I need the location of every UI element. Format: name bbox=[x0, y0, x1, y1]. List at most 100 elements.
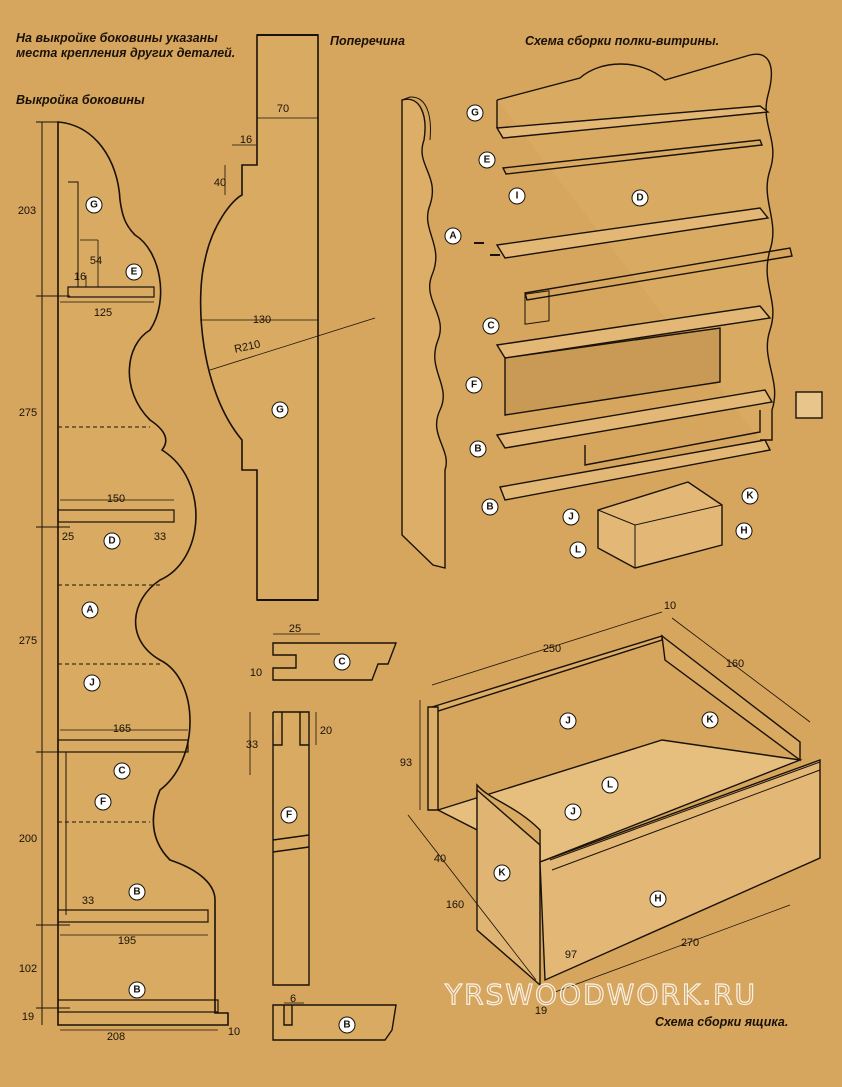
dim-16: 16 bbox=[74, 271, 86, 283]
svg-text:J: J bbox=[570, 807, 576, 818]
svg-text:E: E bbox=[484, 155, 491, 166]
part-b-outline bbox=[272, 1004, 397, 1041]
dim-165: 165 bbox=[113, 723, 131, 735]
side-pattern-labels: G E D A J C F B B bbox=[81, 196, 146, 999]
shelf-label-h: H bbox=[735, 522, 753, 540]
shelf-label-b-upper: B bbox=[469, 440, 487, 458]
spacer-block bbox=[795, 391, 823, 419]
dim-275-top: 275 bbox=[19, 407, 37, 419]
rod-lower bbox=[524, 247, 793, 301]
svg-text:K: K bbox=[498, 868, 506, 879]
side-panel-a bbox=[401, 98, 447, 569]
svg-text:L: L bbox=[575, 545, 581, 556]
dim-40: 40 bbox=[214, 177, 226, 189]
small-parts bbox=[249, 633, 398, 1041]
dim-70: 70 bbox=[277, 103, 289, 115]
part-label-c-small: C bbox=[333, 653, 351, 671]
part-f-outline bbox=[272, 711, 310, 986]
shelf-label-i: I bbox=[508, 187, 526, 205]
part-label-b-lower: B bbox=[128, 981, 146, 999]
dim-33-top: 33 bbox=[154, 531, 166, 543]
dim-93: 93 bbox=[400, 757, 412, 769]
part-label-f-small: F bbox=[280, 806, 298, 824]
dim-r210: R210 bbox=[233, 338, 261, 355]
shelf-g bbox=[495, 105, 770, 139]
dim-10-c: 10 bbox=[250, 667, 262, 679]
drawer-assembly-dims: 10 250 160 93 40 160 97 19 270 J K L J K… bbox=[400, 600, 744, 1017]
dim-54: 54 bbox=[90, 255, 102, 267]
svg-text:H: H bbox=[654, 894, 661, 905]
watermark: YRSWOODWORK.RU bbox=[444, 978, 757, 1011]
svg-text:C: C bbox=[118, 766, 125, 777]
svg-text:K: K bbox=[706, 715, 714, 726]
svg-text:H: H bbox=[740, 526, 747, 537]
shelf-label-b-lower: B bbox=[481, 498, 499, 516]
part-label-d: D bbox=[103, 532, 121, 550]
dim-150: 150 bbox=[107, 493, 125, 505]
part-label-a: A bbox=[81, 601, 99, 619]
part-label-e: E bbox=[125, 263, 143, 281]
svg-text:C: C bbox=[338, 657, 345, 668]
drawer-label-j-back: J bbox=[559, 712, 577, 730]
svg-text:L: L bbox=[607, 780, 613, 791]
dim-40-drawer: 40 bbox=[434, 853, 446, 865]
dim-16-cross: 16 bbox=[240, 134, 252, 146]
dim-33-bottom: 33 bbox=[82, 895, 94, 907]
svg-text:K: K bbox=[746, 491, 754, 502]
shelf-label-f: F bbox=[465, 376, 483, 394]
dim-195: 195 bbox=[118, 935, 136, 947]
dim-10-drawer: 10 bbox=[664, 600, 676, 612]
dim-102: 102 bbox=[19, 963, 37, 975]
svg-text:G: G bbox=[471, 108, 479, 119]
shelf-label-a: A bbox=[444, 227, 462, 245]
svg-text:B: B bbox=[486, 502, 493, 513]
dim-130: 130 bbox=[253, 314, 271, 326]
part-label-j: J bbox=[83, 674, 101, 692]
svg-text:E: E bbox=[131, 267, 138, 278]
crossbar-title: Поперечина bbox=[330, 34, 405, 48]
svg-text:G: G bbox=[276, 405, 284, 416]
dim-33-f: 33 bbox=[246, 739, 258, 751]
dim-250: 250 bbox=[543, 643, 561, 655]
shelf-label-k: K bbox=[741, 487, 759, 505]
dim-160-top: 160 bbox=[726, 658, 744, 670]
part-label-g: G bbox=[85, 196, 103, 214]
drawer-label-k-side: K bbox=[701, 711, 719, 729]
part-label-g-crossbar: G bbox=[271, 401, 289, 419]
svg-text:G: G bbox=[90, 200, 98, 211]
svg-text:B: B bbox=[343, 1020, 350, 1031]
drawer-label-h: H bbox=[649, 890, 667, 908]
shelf-label-l: L bbox=[569, 541, 587, 559]
dim-19-drawer: 19 bbox=[535, 1005, 547, 1017]
dim-208: 208 bbox=[107, 1031, 125, 1043]
dim-200: 200 bbox=[19, 833, 37, 845]
part-label-b-upper: B bbox=[128, 883, 146, 901]
shelf-d bbox=[495, 207, 770, 259]
shelf-label-g: G bbox=[466, 104, 484, 122]
dim-6-b: 6 bbox=[290, 993, 296, 1005]
drawer-label-j-inner: J bbox=[564, 803, 582, 821]
svg-text:F: F bbox=[286, 810, 292, 821]
svg-text:D: D bbox=[636, 193, 643, 204]
dim-97: 97 bbox=[565, 949, 577, 961]
part-label-f: F bbox=[94, 793, 112, 811]
drawer-label-k-inner: K bbox=[493, 864, 511, 882]
drawer-front-h bbox=[539, 759, 821, 982]
shelf-b-upper bbox=[495, 389, 774, 449]
svg-text:J: J bbox=[568, 512, 574, 523]
part-label-c: C bbox=[113, 762, 131, 780]
dim-20-f: 20 bbox=[320, 725, 332, 737]
shelf-assembly-title: Схема сборки полки-витрины. bbox=[525, 34, 720, 48]
drawer-assembly-title: Схема сборки ящика. bbox=[655, 1015, 789, 1029]
shelf-assembly bbox=[401, 53, 823, 569]
frame-windows bbox=[524, 290, 550, 325]
dim-25: 25 bbox=[62, 531, 74, 543]
crossbar-dims: 70 16 40 130 R210 G bbox=[214, 103, 289, 419]
drawer-left-side bbox=[427, 706, 439, 811]
svg-text:A: A bbox=[449, 231, 456, 242]
shelf-label-c: C bbox=[482, 317, 500, 335]
dim-270: 270 bbox=[681, 937, 699, 949]
side-pattern-dims: 203 54 16 125 275 150 25 33 275 165 200 … bbox=[18, 205, 240, 1043]
drawer-box bbox=[597, 481, 723, 569]
